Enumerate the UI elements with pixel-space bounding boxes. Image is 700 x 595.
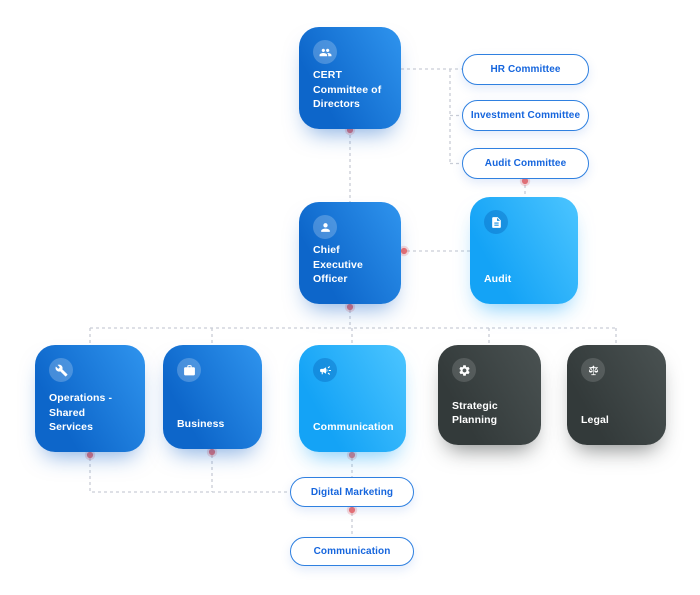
node-label: Investment Committee — [470, 110, 581, 121]
node-digital-marketing[interactable]: Digital Marketing — [290, 477, 414, 507]
wrench-icon — [49, 358, 73, 382]
scales-icon — [581, 358, 605, 382]
node-audit-committee[interactable]: Audit Committee — [462, 148, 589, 179]
group-icon — [313, 40, 337, 64]
node-business[interactable]: Business — [163, 345, 262, 449]
node-chief-executive-officer[interactable]: Chief Executive Officer — [299, 202, 401, 304]
connection-dots — [84, 124, 531, 516]
node-label: Audit Committee — [484, 158, 567, 169]
node-label: HR Committee — [490, 64, 561, 75]
connector-ops-business-digitalmarketing — [89, 449, 290, 493]
node-label: Strategic Planning — [452, 399, 498, 426]
node-strategic-planning[interactable]: Strategic Planning — [438, 345, 541, 445]
node-investment-committee[interactable]: Investment Committee — [462, 100, 589, 131]
node-operations-shared-services[interactable]: Operations - Shared Services — [35, 345, 145, 452]
gear-icon — [452, 358, 476, 382]
megaphone-icon — [313, 358, 337, 382]
node-communication[interactable]: Communication — [299, 345, 406, 452]
connection-dot — [346, 449, 358, 461]
connection-dot — [346, 504, 358, 516]
connection-dot — [84, 449, 96, 461]
node-label: CERT Committee of Directors — [313, 69, 382, 110]
connection-dot — [206, 446, 218, 458]
node-cert-committee-of-directors[interactable]: CERT Committee of Directors — [299, 27, 401, 129]
connection-dot — [344, 301, 356, 313]
node-label: Chief Executive Officer — [313, 244, 363, 285]
connection-dot — [398, 245, 410, 257]
node-label: Legal — [581, 413, 609, 426]
briefcase-icon — [177, 358, 201, 382]
connector-ceo-departments — [89, 304, 617, 345]
document-icon — [484, 210, 508, 234]
node-label: Communication — [313, 420, 394, 433]
connector-cert-committees — [401, 68, 462, 165]
node-label: Operations - Shared Services — [49, 392, 113, 433]
node-label: Business — [177, 417, 225, 430]
node-label: Communication — [313, 546, 391, 557]
node-label: Digital Marketing — [310, 486, 394, 498]
node-communication-sub[interactable]: Communication — [290, 537, 414, 566]
node-label: Audit — [484, 272, 512, 285]
node-legal[interactable]: Legal — [567, 345, 666, 445]
node-hr-committee[interactable]: HR Committee — [462, 54, 589, 85]
node-audit[interactable]: Audit — [470, 197, 578, 304]
person-icon — [313, 215, 337, 239]
